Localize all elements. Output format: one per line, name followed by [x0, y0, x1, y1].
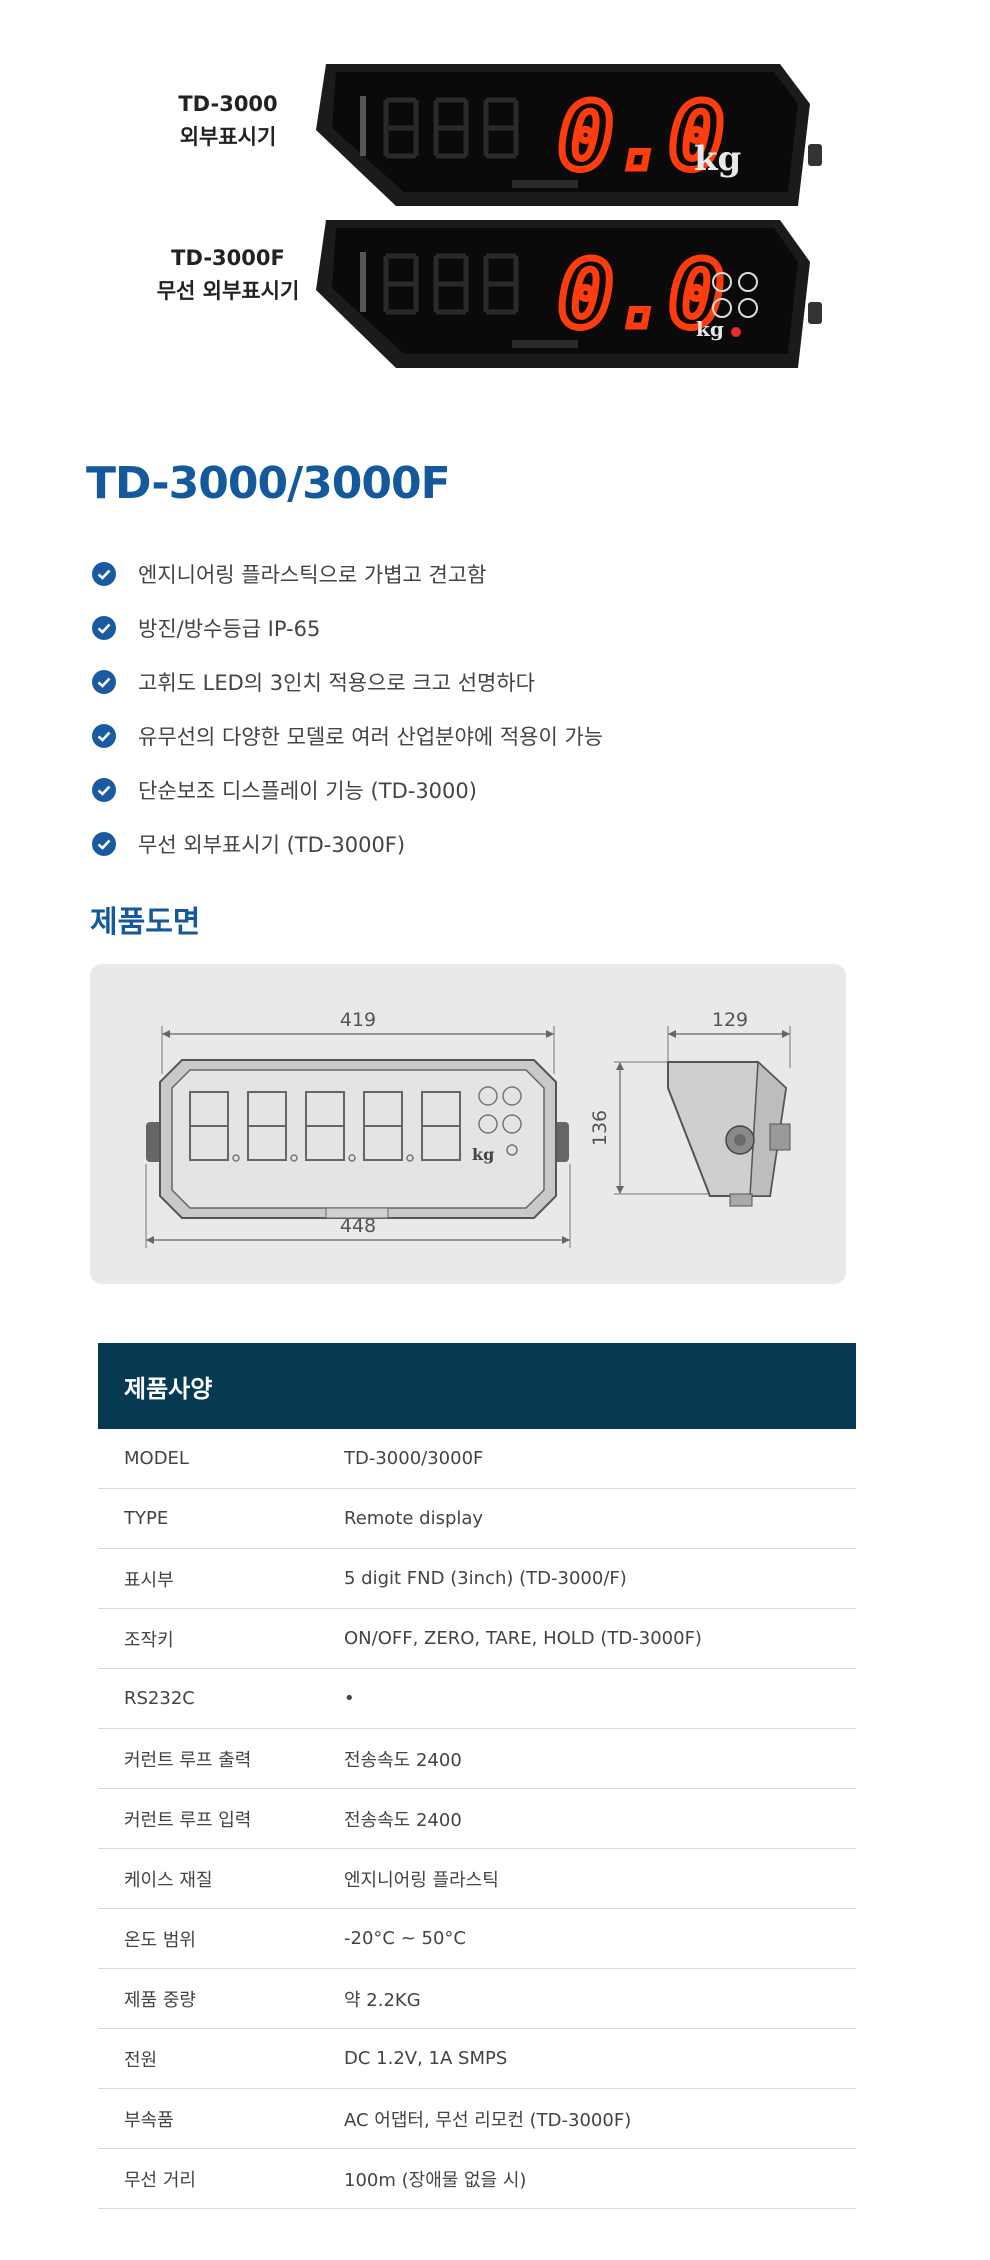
led-reading: 0.0 [558, 83, 724, 190]
check-icon [92, 562, 116, 586]
unit-label: kg [694, 139, 741, 179]
spec-value: ON/OFF, ZERO, TARE, HOLD (TD-3000F) [344, 1628, 702, 1649]
spec-value: 엔지니어링 플라스틱 [344, 1869, 499, 1891]
spec-row: 케이스 재질 엔지니어링 플라스틱 [98, 1849, 856, 1909]
spec-key: 표시부 [124, 1569, 174, 1591]
feature-item: 방진/방수등급 IP-65 [92, 601, 603, 655]
tare-key-icon [738, 272, 758, 292]
spec-row: MODEL TD-3000/3000F [98, 1429, 856, 1489]
spec-key: RS232C [124, 1688, 195, 1709]
hold-key-icon [712, 298, 732, 318]
spec-value: AC 어댑터, 무선 리모컨 (TD-3000F) [344, 2109, 632, 2131]
spec-value: • [344, 1688, 355, 1709]
device-label-td3000: TD-3000 외부표시기 [128, 88, 328, 154]
side-view [667, 1060, 791, 1207]
feature-item: 유무선의 다양한 모델로 여러 산업분야에 적용이 가능 [92, 709, 603, 763]
spec-key: 조작키 [124, 1629, 174, 1651]
feature-text: 고휘도 LED의 3인치 적용으로 크고 선명하다 [138, 671, 535, 695]
product-title: TD-3000/3000F [86, 458, 451, 509]
spec-row: 무선 거리 100m (장애물 없을 시) [98, 2149, 856, 2209]
feature-list: 엔지니어링 플라스틱으로 가볍고 견고함 방진/방수등급 IP-65 고휘도 L… [92, 547, 603, 871]
feature-item: 단순보조 디스플레이 기능 (TD-3000) [92, 763, 603, 817]
spec-key: 전원 [124, 2049, 158, 2071]
spec-value: TD-3000/3000F [344, 1448, 484, 1469]
spec-value: 전송속도 2400 [344, 1809, 462, 1831]
spec-key: 케이스 재질 [124, 1869, 213, 1891]
unit-label: kg [696, 317, 724, 341]
dim-bottom: 448 [340, 1215, 376, 1237]
dim-side-height: 136 [589, 1110, 611, 1146]
check-icon [92, 616, 116, 640]
device-model: TD-3000F [171, 246, 285, 270]
feature-text: 엔지니어링 플라스틱으로 가볍고 견고함 [138, 563, 487, 587]
led-reading: 0.0 [558, 241, 724, 348]
td3000f-device-image: 0.0 kg [316, 220, 822, 368]
feature-text: 유무선의 다양한 모델로 여러 산업분야에 적용이 가능 [138, 725, 604, 749]
feature-item: 무선 외부표시기 (TD-3000F) [92, 817, 603, 871]
spec-key: MODEL [124, 1448, 189, 1469]
zero-key-icon [712, 272, 732, 292]
spec-row: RS232C • [98, 1669, 856, 1729]
feature-item: 엔지니어링 플라스틱으로 가볍고 견고함 [92, 547, 603, 601]
spec-row: 전원 DC 1.2V, 1A SMPS [98, 2029, 856, 2089]
check-icon [92, 724, 116, 748]
spec-key: 제품 중량 [124, 1989, 196, 2011]
spec-row: 커런트 루프 출력 전송속도 2400 [98, 1729, 856, 1789]
spec-value: -20°C ~ 50°C [344, 1928, 466, 1949]
spec-table: 제품사양 MODEL TD-3000/3000F TYPE Remote displ… [98, 1343, 856, 2209]
spec-value: 5 digit FND (3inch) (TD-3000/F) [344, 1568, 627, 1589]
device-model: TD-3000 [178, 92, 278, 116]
spec-key: 커런트 루프 입력 [124, 1809, 252, 1831]
spec-key: TYPE [124, 1508, 169, 1529]
check-icon [92, 832, 116, 856]
front-view: kg [146, 1059, 569, 1219]
feature-text: 단순보조 디스플레이 기능 (TD-3000) [138, 779, 477, 803]
spec-value: 약 2.2KG [344, 1989, 421, 2011]
check-icon [92, 778, 116, 802]
spec-key: 무선 거리 [124, 2169, 196, 2191]
spec-row: 부속품 AC 어댑터, 무선 리모컨 (TD-3000F) [98, 2089, 856, 2149]
spec-row: 표시부 5 digit FND (3inch) (TD-3000/F) [98, 1549, 856, 1609]
unit-label: kg [472, 1145, 494, 1164]
dim-top: 419 [340, 1009, 376, 1031]
status-led-icon [731, 327, 741, 337]
spec-key: 온도 범위 [124, 1929, 196, 1951]
led-digits: 0.0 [555, 80, 728, 194]
spec-value: DC 1.2V, 1A SMPS [344, 2048, 508, 2069]
spec-key: 부속품 [124, 2109, 174, 2131]
drawing-svg: 419 kg [145, 1009, 791, 1248]
device-desc: 외부표시기 [179, 125, 277, 149]
spec-table-header: 제품사양 [98, 1343, 856, 1429]
spec-row: 커런트 루프 입력 전송속도 2400 [98, 1789, 856, 1849]
feature-text: 방진/방수등급 IP-65 [138, 617, 321, 641]
hero-section: TD-3000 외부표시기 TD-3000F 무선 외부표시기 0.0 kg [0, 0, 990, 400]
device-desc: 무선 외부표시기 [156, 279, 300, 303]
device-label-td3000f: TD-3000F 무선 외부표시기 [128, 242, 328, 308]
spec-key: 커런트 루프 출력 [124, 1749, 252, 1771]
power-key-icon [738, 298, 758, 318]
spec-value: 전송속도 2400 [344, 1749, 462, 1771]
spec-row: 조작키 ON/OFF, ZERO, TARE, HOLD (TD-3000F) [98, 1609, 856, 1669]
spec-value: 100m (장애물 없을 시) [344, 2169, 527, 2191]
product-drawing: 419 kg [90, 964, 846, 1284]
spec-row: 제품 중량 약 2.2KG [98, 1969, 856, 2029]
td3000-device-image: 0.0 kg [316, 64, 822, 206]
spec-row: TYPE Remote display [98, 1489, 856, 1549]
feature-item: 고휘도 LED의 3인치 적용으로 크고 선명하다 [92, 655, 603, 709]
spec-value: Remote display [344, 1508, 484, 1529]
spec-row: 온도 범위 -20°C ~ 50°C [98, 1909, 856, 1969]
feature-text: 무선 외부표시기 (TD-3000F) [138, 833, 406, 857]
dim-side-width: 129 [712, 1009, 748, 1031]
check-icon [92, 670, 116, 694]
drawing-section-title: 제품도면 [90, 905, 201, 940]
